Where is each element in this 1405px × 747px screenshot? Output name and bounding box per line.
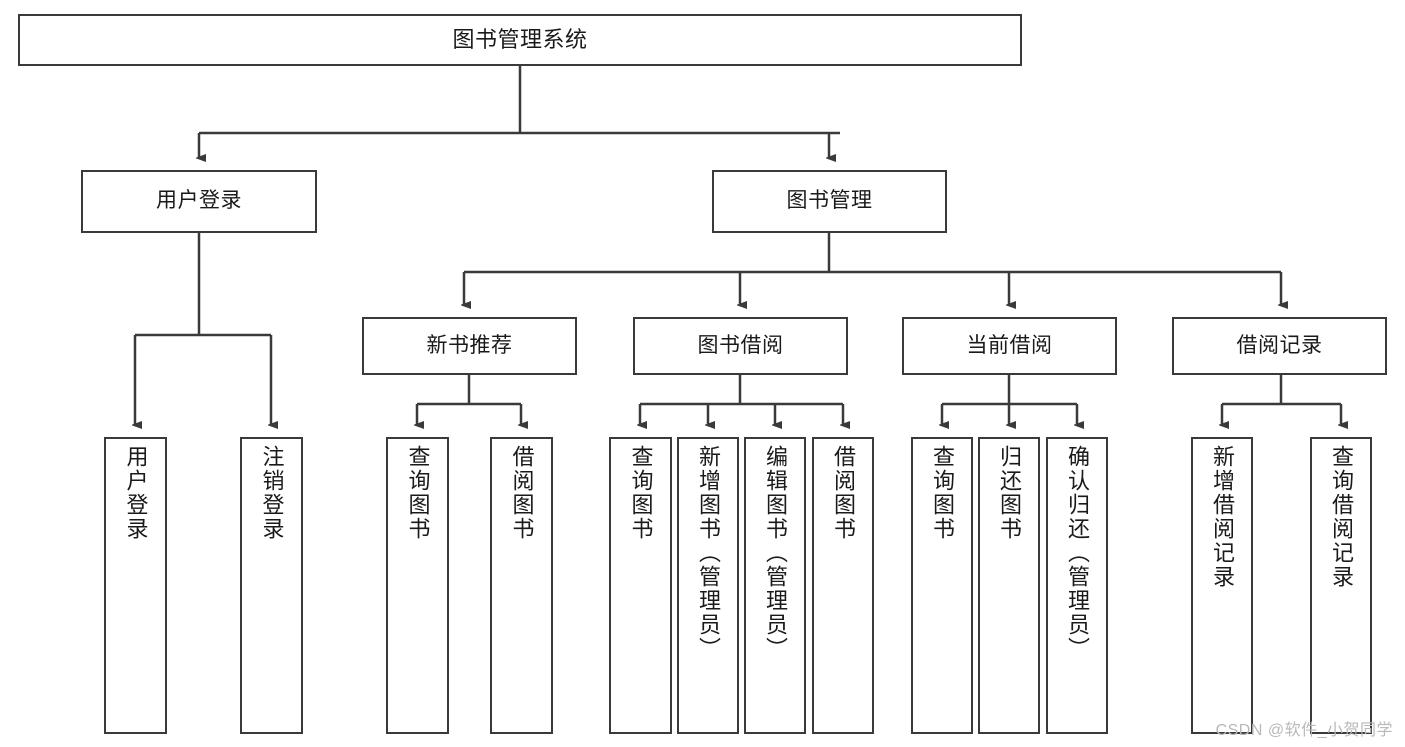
- node-leaf-borrow-book-1-label: 借阅图书: [509, 445, 535, 541]
- node-user-login[interactable]: 用户登录: [81, 170, 317, 233]
- node-leaf-logout[interactable]: 注销登录: [240, 437, 303, 734]
- node-leaf-borrow-book-2-label: 借阅图书: [831, 445, 856, 541]
- node-leaf-borrow-book-2[interactable]: 借阅图书: [812, 437, 874, 734]
- node-leaf-query-book-2-label: 查询图书: [628, 445, 654, 541]
- node-new-book-recommend-label: 新书推荐: [426, 333, 513, 357]
- node-leaf-add-record-label: 新增借阅记录: [1210, 445, 1235, 589]
- node-leaf-user-login-label: 用户登录: [123, 445, 149, 541]
- node-borrow-record-label: 借阅记录: [1236, 333, 1323, 357]
- node-leaf-add-book[interactable]: 新增图书（管理员）: [677, 437, 739, 734]
- node-current-borrow-label: 当前借阅: [966, 333, 1053, 357]
- node-book-borrow-label: 图书借阅: [697, 333, 784, 357]
- node-leaf-user-login[interactable]: 用户登录: [104, 437, 167, 734]
- node-root-label: 图书管理系统: [452, 27, 588, 53]
- node-current-borrow[interactable]: 当前借阅: [902, 317, 1117, 375]
- node-book-manage[interactable]: 图书管理: [712, 170, 947, 233]
- node-leaf-confirm-return[interactable]: 确认归还（管理员）: [1046, 437, 1108, 734]
- node-leaf-return-book[interactable]: 归还图书: [978, 437, 1040, 734]
- node-leaf-edit-book-label: 编辑图书（管理员）: [763, 445, 788, 661]
- node-leaf-query-book-3-label: 查询图书: [930, 445, 955, 541]
- node-leaf-query-record-label: 查询借阅记录: [1329, 445, 1354, 589]
- node-leaf-query-record[interactable]: 查询借阅记录: [1310, 437, 1372, 734]
- watermark: CSDN @软件_小贺同学: [1215, 722, 1393, 739]
- node-leaf-query-book-1[interactable]: 查询图书: [386, 437, 449, 734]
- node-leaf-confirm-return-label: 确认归还（管理员）: [1065, 445, 1090, 661]
- node-leaf-add-book-label: 新增图书（管理员）: [696, 445, 721, 661]
- node-book-manage-label: 图书管理: [786, 189, 873, 213]
- node-book-borrow[interactable]: 图书借阅: [633, 317, 848, 375]
- node-leaf-borrow-book-1[interactable]: 借阅图书: [490, 437, 553, 734]
- node-leaf-query-book-2[interactable]: 查询图书: [609, 437, 672, 734]
- node-leaf-logout-label: 注销登录: [259, 445, 285, 541]
- node-user-login-label: 用户登录: [156, 189, 242, 213]
- node-borrow-record[interactable]: 借阅记录: [1172, 317, 1387, 375]
- node-new-book-recommend[interactable]: 新书推荐: [362, 317, 577, 375]
- node-leaf-query-book-3[interactable]: 查询图书: [911, 437, 973, 734]
- node-leaf-query-book-1-label: 查询图书: [405, 445, 431, 541]
- node-leaf-edit-book[interactable]: 编辑图书（管理员）: [744, 437, 806, 734]
- node-leaf-return-book-label: 归还图书: [997, 445, 1022, 541]
- node-leaf-add-record[interactable]: 新增借阅记录: [1191, 437, 1253, 734]
- node-root[interactable]: 图书管理系统: [18, 14, 1022, 66]
